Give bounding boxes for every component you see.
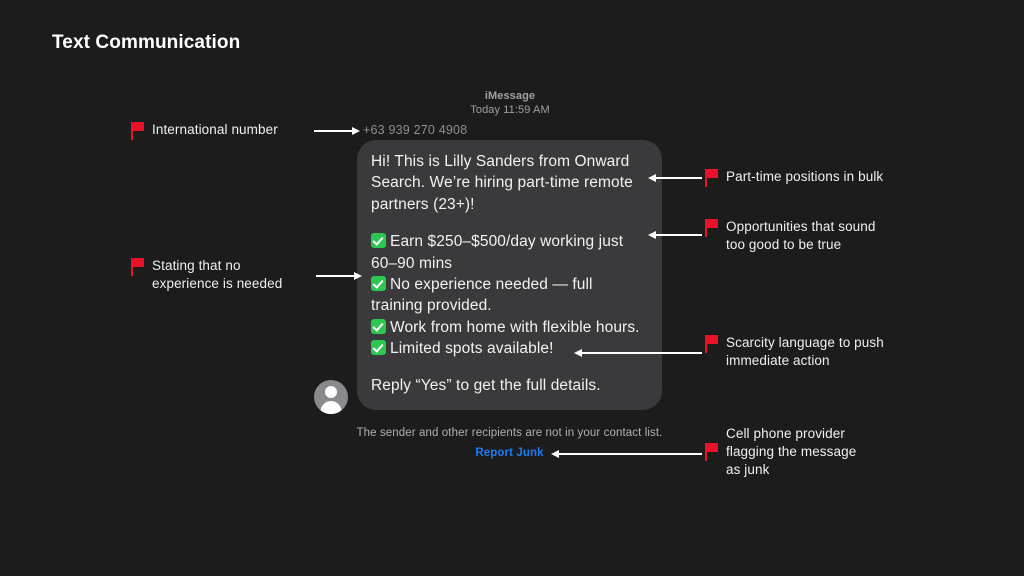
annotation-provider-flagging-label: Cell phone provider flagging the message… xyxy=(726,426,857,477)
imessage-header: iMessage Today 11:59 AM xyxy=(357,90,663,118)
arrow-to-earnings-line xyxy=(648,229,702,241)
annotation-part-time-bulk-label: Part-time positions in bulk xyxy=(726,169,884,184)
check-mark-icon xyxy=(371,275,386,291)
annotation-international-number-label: International number xyxy=(152,122,278,137)
message-bubble: Hi! This is Lilly Sanders from Onward Se… xyxy=(357,140,662,410)
message-bullet-2-text: No experience needed — full training pro… xyxy=(371,275,593,315)
check-mark-icon xyxy=(371,340,386,355)
annotation-scarcity-language-label: Scarcity language to push immediate acti… xyxy=(726,335,884,368)
message-service-label: iMessage xyxy=(484,90,536,102)
arrow-to-report-junk xyxy=(551,448,702,460)
message-bullet-3: Work from home with flexible hours. xyxy=(371,317,648,338)
message-bullet-3-text: Work from home with flexible hours. xyxy=(390,318,640,336)
annotation-scarcity-language: Scarcity language to push immediate acti… xyxy=(705,334,884,370)
contact-list-note: The sender and other recipients are not … xyxy=(356,427,663,439)
annotation-too-good-to-be-true: Opportunities that sound too good to be … xyxy=(705,218,876,254)
message-closing-text: Reply “Yes” to get the full details. xyxy=(371,377,601,395)
arrow-to-phone-number xyxy=(314,125,360,137)
red-flag-icon xyxy=(705,443,718,461)
annotation-international-number: International number xyxy=(131,121,278,140)
sender-phone-number: +63 939 270 4908 xyxy=(363,123,468,137)
arrow-to-no-experience-line xyxy=(316,270,362,282)
message-intro-text: Hi! This is Lilly Sanders from Onward Se… xyxy=(371,153,633,213)
message-bullet-2: No experience needed — full training pro… xyxy=(371,274,648,317)
message-bullet-4: Limited spots available! xyxy=(371,338,648,359)
avatar-head-shape xyxy=(325,386,337,398)
annotation-no-experience: Stating that no experience is needed xyxy=(131,257,282,293)
contact-avatar-icon xyxy=(314,380,348,414)
check-mark-icon xyxy=(371,318,386,334)
page-title: Text Communication xyxy=(52,32,241,53)
red-flag-icon xyxy=(131,122,144,140)
avatar-body-shape xyxy=(320,401,342,414)
message-bullet-1: Earn $250–$500/day working just 60–90 mi… xyxy=(371,231,648,274)
arrow-to-intro-line xyxy=(648,172,702,184)
message-bullet-4-text: Limited spots available! xyxy=(390,340,554,357)
check-mark-icon xyxy=(371,233,386,249)
red-flag-icon xyxy=(705,335,718,353)
annotation-too-good-to-be-true-label: Opportunities that sound too good to be … xyxy=(726,219,876,252)
report-junk-link[interactable]: Report Junk xyxy=(475,447,544,459)
annotation-provider-flagging: Cell phone provider flagging the message… xyxy=(705,425,856,478)
message-bullet-1-text: Earn $250–$500/day working just 60–90 mi… xyxy=(371,233,624,272)
red-flag-icon xyxy=(705,169,718,187)
annotation-part-time-bulk: Part-time positions in bulk xyxy=(705,168,883,187)
red-flag-icon xyxy=(705,219,718,237)
message-timestamp: Today 11:59 AM xyxy=(470,103,550,116)
arrow-to-limited-spots-line xyxy=(574,347,702,359)
annotation-no-experience-label: Stating that no experience is needed xyxy=(152,258,283,291)
red-flag-icon xyxy=(131,258,144,276)
